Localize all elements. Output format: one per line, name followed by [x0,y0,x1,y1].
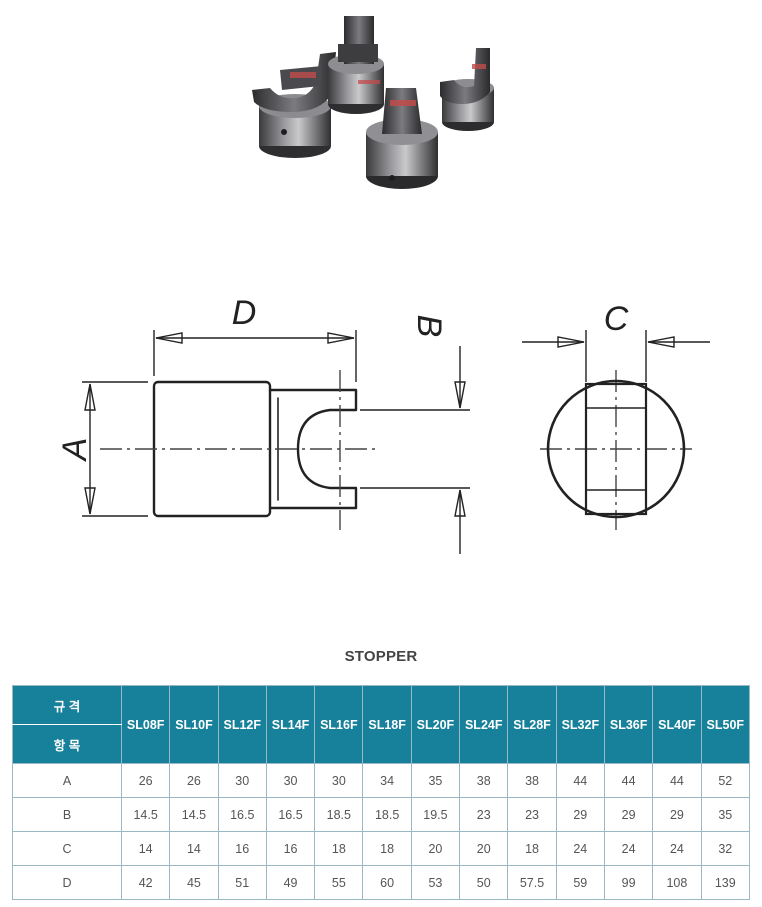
header-model: SL10F [169,685,219,764]
table-cell: 30 [265,763,316,798]
table-cell: 53 [410,865,461,900]
stopper-piece-4 [440,48,494,131]
table-cell: 24 [603,831,654,866]
table-cell: 44 [603,763,654,798]
table-cell: 34 [362,763,412,798]
table-cell: 59 [555,865,605,900]
table-cell: 20 [410,831,461,866]
header-model: SL50F [700,685,751,764]
front-key [584,382,648,516]
header-row: 규 격 SL08F SL10F SL12F SL14F SL16F SL18F … [12,685,751,764]
stopper-piece-1 [252,52,336,158]
product-title: STOPPER [344,648,418,665]
table-cell: 139 [700,865,751,900]
table-cell: 14 [120,831,171,866]
table-cell: 18.5 [314,797,364,832]
table-cell: 44 [555,763,605,798]
header-model: SL18F [362,685,412,764]
table-cell: 49 [265,865,316,900]
table-cell: 44 [652,763,702,798]
dim-label-b: B [410,315,448,338]
table-cell: 29 [652,797,702,832]
table-cell: 29 [603,797,654,832]
header-model: SL32F [555,685,605,764]
table-cell: 99 [603,865,654,900]
row-label: C [12,831,122,866]
table-cell: 57.5 [507,865,557,900]
header-row: 항 목 [12,724,750,764]
table-cell: 45 [169,865,219,900]
header-model: SL08F [120,685,171,764]
table-cell: 60 [362,865,412,900]
table-cell: 32 [700,831,751,866]
stopper-piece-3 [366,88,438,189]
table-cell: 16 [265,831,316,866]
table-cell: 51 [217,865,267,900]
table-cell: 108 [652,865,702,900]
table-cell: 29 [555,797,605,832]
table-cell: 26 [169,763,219,798]
table-cell: 16 [217,831,267,866]
table-cell: 20 [459,831,509,866]
table-cell: 14.5 [169,797,219,832]
table-cell: 24 [555,831,605,866]
spec-table: 규 격 SL08F SL10F SL12F SL14F SL16F SL18F … [12,685,751,900]
table-cell: 38 [459,763,509,798]
header-item-label: 항 목 [12,724,122,764]
table-cell: 35 [700,797,751,832]
header-spec-label: 규 격 [12,685,122,725]
side-fork [268,388,358,510]
dim-label-a: A [56,438,94,463]
header-model: SL36F [603,685,654,764]
table-cell: 35 [410,763,461,798]
table-cell: 18.5 [362,797,412,832]
table-cell: 38 [507,763,557,798]
dim-label-c: C [604,300,629,338]
stopper-piece-2 [328,16,384,114]
header-model: SL16F [314,685,364,764]
table-cell: 14.5 [120,797,171,832]
table-cell: 55 [314,865,364,900]
dim-label-d: D [232,294,257,332]
row-label: D [12,865,122,900]
table-cell: 24 [652,831,702,866]
table-cell: 50 [459,865,509,900]
technical-drawing: D A B C [56,294,710,554]
table-cell: 30 [314,763,364,798]
table-cell: 18 [507,831,557,866]
table-cell: 16.5 [265,797,316,832]
table-cell: 18 [314,831,364,866]
table-cell: 42 [120,865,171,900]
product-photo [252,16,494,189]
row-label: B [12,797,122,832]
row-label: A [12,763,122,798]
table-cell: 16.5 [217,797,267,832]
header-model: SL14F [265,685,316,764]
table-cell: 52 [700,763,751,798]
table-cell: 23 [507,797,557,832]
front-circle [546,379,686,519]
table-cell: 30 [217,763,267,798]
table-cell: 14 [169,831,219,866]
header-model: SL40F [652,685,702,764]
header-model: SL20F [410,685,461,764]
table-cell: 19.5 [410,797,461,832]
table-cell: 23 [459,797,509,832]
header-model: SL24F [459,685,509,764]
header-model: SL12F [217,685,267,764]
table-cell: 18 [362,831,412,866]
table-cell: 26 [120,763,171,798]
header-model: SL28F [507,685,557,764]
